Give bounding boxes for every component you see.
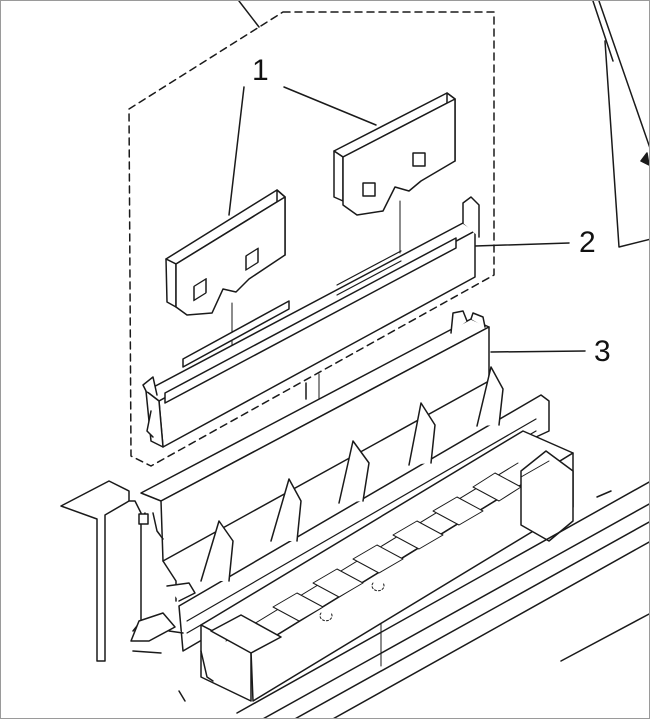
- bottom-rails: [178, 481, 649, 718]
- callout-1-label: 1: [252, 54, 269, 87]
- slot-channel: [200, 430, 574, 702]
- base-tray: [140, 310, 490, 562]
- callout-leaders: [228, 86, 586, 667]
- holder: [142, 196, 480, 448]
- pad-left: [165, 189, 286, 316]
- kit-group-outline: [128, 11, 495, 467]
- background-lines: [238, 1, 649, 248]
- callout-3-label: 3: [594, 335, 611, 368]
- pad-right: [333, 92, 456, 216]
- callout-2-label: 2: [579, 226, 596, 259]
